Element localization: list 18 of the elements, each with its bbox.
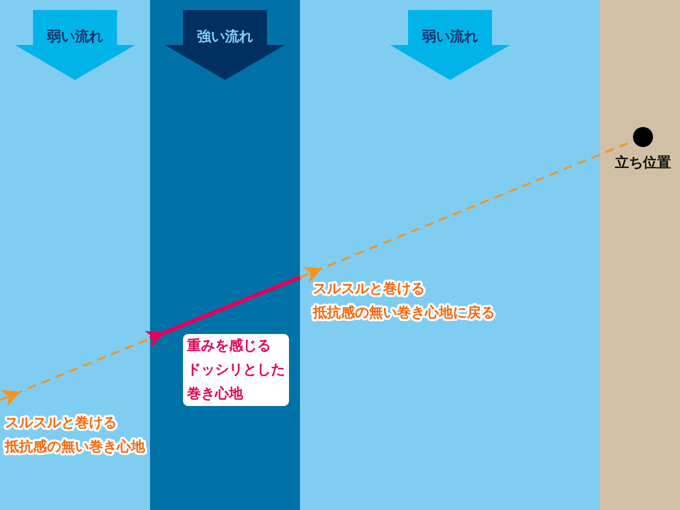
current-label: 弱い流れ (420, 29, 479, 45)
dashed-arrow (0, 338, 150, 407)
current-arrow (165, 10, 285, 80)
strong-current-band (150, 0, 300, 510)
arrow (144, 275, 301, 348)
water-band (300, 0, 600, 510)
edge-label: 重みを感じるドッシリとした巻き心地 (183, 334, 289, 406)
position-dot (633, 127, 653, 147)
shore-band (600, 0, 680, 510)
position-label: 立ち位置 (615, 155, 671, 171)
current-arrow (390, 10, 510, 80)
current-label: 弱い流れ (46, 29, 104, 45)
dashed-arrow (300, 140, 634, 284)
current-label: 強い流れ (196, 29, 254, 45)
edge-label: スルスルと巻ける抵抗感の無い巻き心地 (5, 414, 145, 457)
current-arrow (15, 10, 135, 80)
edge-label: スルスルと巻ける抵抗感の無い巻き心地に戻る (313, 280, 495, 323)
water-band (0, 0, 150, 510)
